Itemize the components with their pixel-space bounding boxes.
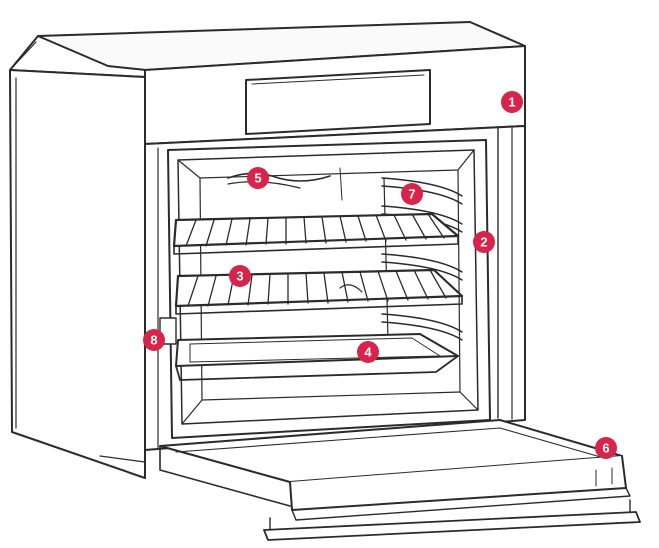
- callout-badge: [143, 329, 165, 351]
- callout-5: 5: [247, 167, 269, 189]
- callout-badge: [229, 265, 251, 287]
- callout-badge: [401, 183, 423, 205]
- wire-shelf-upper: [172, 212, 460, 255]
- callout-2: 2: [473, 231, 495, 253]
- callout-badge: [501, 91, 523, 113]
- callout-number: 5: [254, 171, 261, 186]
- baking-tray: [175, 333, 459, 381]
- oven-side-panel: [9, 41, 146, 479]
- callout-3: 3: [229, 265, 251, 287]
- door-handle: [263, 511, 641, 541]
- callout-number: 8: [150, 333, 157, 348]
- oven-door: [159, 419, 641, 541]
- callout-markers: 1 2 3 4 5 6 7 8: [143, 91, 617, 459]
- callout-7: 7: [401, 183, 423, 205]
- callout-number: 4: [364, 345, 372, 360]
- callout-badge: [357, 341, 379, 363]
- callout-6: 6: [595, 437, 617, 459]
- callout-number: 2: [480, 235, 487, 250]
- callout-number: 1: [508, 95, 515, 110]
- callout-badge: [247, 167, 269, 189]
- callout-badge: [595, 437, 617, 459]
- callout-8: 8: [143, 329, 165, 351]
- callout-number: 3: [236, 269, 243, 284]
- callout-number: 7: [408, 187, 415, 202]
- callout-1: 1: [501, 91, 523, 113]
- display-window: [245, 69, 431, 135]
- callout-number: 6: [602, 441, 609, 456]
- callout-badge: [473, 231, 495, 253]
- callout-4: 4: [357, 341, 379, 363]
